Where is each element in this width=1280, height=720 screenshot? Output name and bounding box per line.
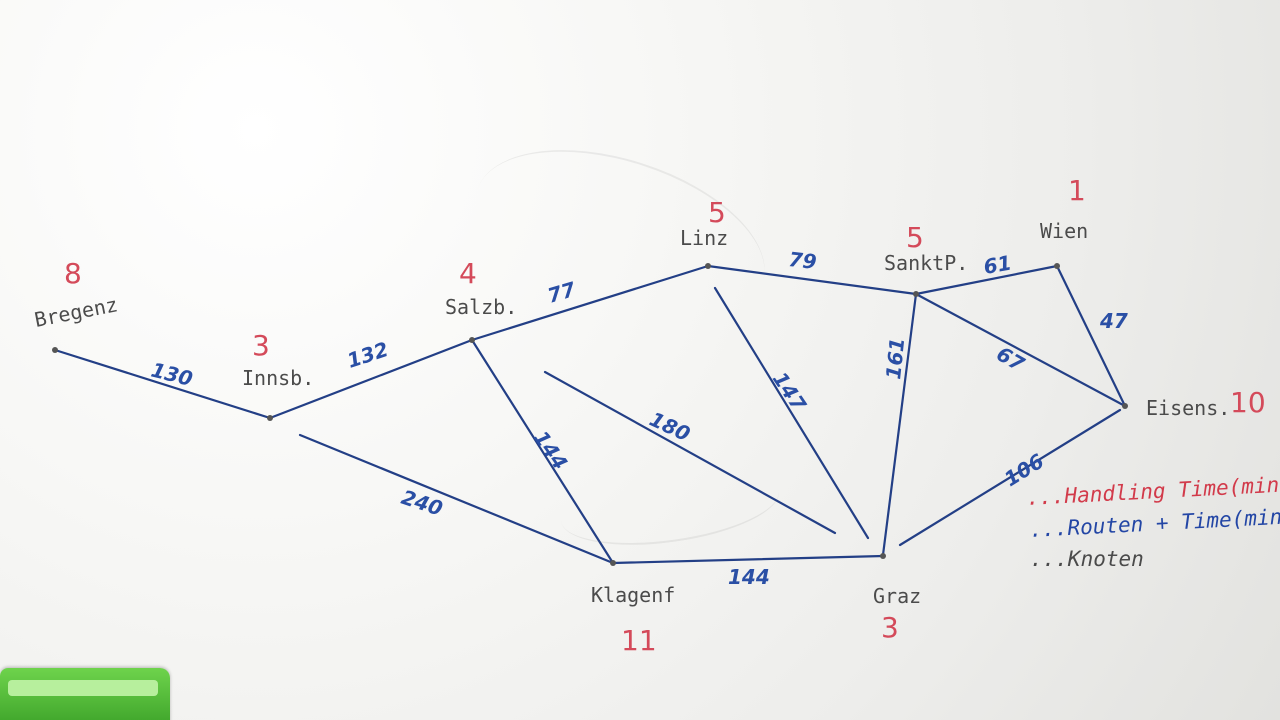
node-dot-eisens	[1122, 403, 1128, 409]
node-time-bregenz: 8	[64, 257, 82, 290]
legend-handling-time: ...Handling Time(min)	[1026, 472, 1280, 510]
node-name-linz: Linz	[680, 226, 728, 250]
node-time-salzb: 4	[459, 257, 477, 290]
node-name-graz: Graz	[873, 584, 921, 608]
edge-salzb-graz	[543, 370, 837, 535]
node-salzb: Salzb. 4	[445, 257, 517, 343]
node-time-graz: 3	[881, 611, 899, 644]
legend-routes-time: ...Routen + Time(min)	[1029, 504, 1280, 542]
node-time-klagenf: 11	[621, 624, 657, 657]
node-klagenf: Klagenf 11	[591, 560, 675, 657]
node-dot-wien	[1054, 263, 1060, 269]
node-name-klagenf: Klagenf	[591, 583, 675, 607]
edge-bregenz-innsb	[53, 348, 272, 420]
edges-layer	[53, 264, 1127, 565]
node-name-eisens: Eisens.	[1146, 396, 1230, 420]
edge-linz-sanktp	[706, 264, 918, 296]
node-dot-bregenz	[52, 347, 58, 353]
node-dot-klagenf	[610, 560, 616, 566]
node-dot-sanktp	[913, 291, 919, 297]
node-dot-innsb	[267, 415, 273, 421]
edge-wien-eisens	[1055, 264, 1127, 408]
node-name-wien: Wien	[1040, 219, 1088, 243]
node-linz: Linz 5	[680, 196, 728, 269]
node-time-eisens: 10	[1230, 386, 1266, 419]
edge-klagenf-graz	[611, 554, 885, 565]
node-time-sanktp: 5	[906, 221, 924, 254]
edge-sanktp-eisens	[914, 292, 1127, 408]
node-bregenz: Bregenz 8	[32, 257, 120, 353]
edge-innsb-klagenf	[298, 433, 615, 565]
edge-label-sanktp-graz: 161	[881, 336, 909, 380]
edge-label-salzb-klagenf: 144	[529, 426, 573, 474]
edge-label-innsb-klagenf: 240	[398, 485, 445, 521]
edge-label-linz-sanktp: 79	[787, 247, 817, 274]
edge-label-innsb-salzb: 132	[344, 337, 391, 373]
edge-label-linz-graz: 147	[768, 367, 811, 415]
node-time-wien: 1	[1068, 174, 1086, 207]
edge-label-sanktp-wien: 61	[982, 250, 1014, 278]
node-dot-linz	[705, 263, 711, 269]
edge-salzb-klagenf	[470, 338, 615, 565]
node-innsb: Innsb. 3	[242, 329, 314, 421]
node-graz: Graz 3	[873, 553, 921, 644]
edge-label-sanktp-eisens: 67	[993, 342, 1029, 377]
edge-graz-eisens	[898, 408, 1122, 547]
edge-sanktp-wien	[914, 264, 1059, 296]
node-time-linz: 5	[708, 196, 726, 229]
node-name-sanktp: SanktP.	[884, 251, 968, 275]
node-name-innsb: Innsb.	[242, 366, 314, 390]
node-time-innsb: 3	[252, 329, 270, 362]
node-wien: Wien 1	[1040, 174, 1088, 269]
node-name-bregenz: Bregenz	[32, 292, 119, 332]
node-eisens: Eisens. 10	[1122, 386, 1266, 420]
edge-label-klagenf-graz: 144	[728, 565, 770, 589]
edge-label-bregenz-innsb: 130	[149, 358, 195, 391]
node-sanktp: SanktP. 5	[884, 221, 968, 297]
legend-nodes: ...Knoten	[1030, 547, 1144, 571]
edge-sanktp-graz	[881, 292, 918, 557]
node-dot-salzb	[469, 337, 475, 343]
node-name-salzb: Salzb.	[445, 295, 517, 319]
edge-linz-graz	[713, 286, 870, 540]
legend: ...Handling Time(min) ...Routen + Time(m…	[1026, 472, 1280, 571]
edge-innsb-salzb	[268, 338, 474, 420]
eraser-stripe	[8, 680, 158, 696]
whiteboard-eraser	[0, 668, 170, 720]
edge-salzb-linz	[470, 264, 710, 342]
edge-label-wien-eisens: 47	[1099, 309, 1128, 333]
node-dot-graz	[880, 553, 886, 559]
